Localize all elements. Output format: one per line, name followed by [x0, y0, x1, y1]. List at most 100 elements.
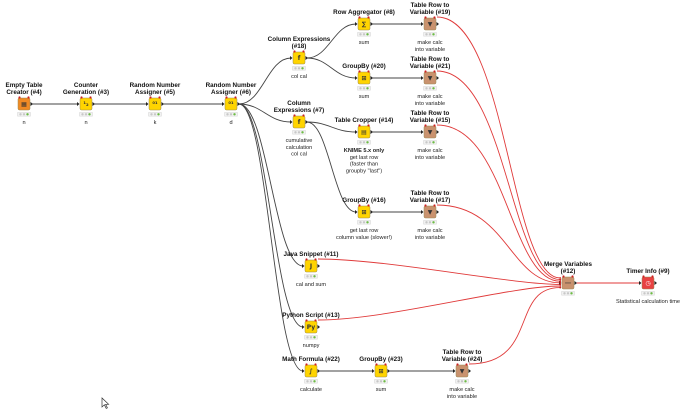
flow-variable-port[interactable] [305, 258, 308, 261]
flow-variable-port[interactable] [424, 70, 427, 73]
flow-variable-port[interactable] [234, 96, 237, 99]
connection-n7-n14[interactable] [306, 121, 357, 133]
connection-n6-n22[interactable] [238, 103, 304, 372]
output-port[interactable] [436, 22, 440, 26]
flow-variable-port[interactable] [367, 70, 370, 73]
input-port[interactable] [421, 22, 424, 26]
input-port[interactable] [290, 120, 293, 124]
flow-variable-port[interactable] [642, 275, 645, 278]
flow-variable-connection-n13-n12[interactable] [317, 285, 561, 321]
flow-variable-port[interactable] [367, 204, 370, 207]
node-body[interactable] [423, 17, 437, 31]
input-port[interactable] [302, 325, 305, 329]
flow-variable-port[interactable] [384, 363, 387, 366]
flow-variable-port[interactable] [424, 16, 427, 19]
flow-variable-port[interactable] [27, 96, 30, 99]
connection-n6-n11[interactable] [238, 103, 304, 267]
node-body[interactable] [224, 97, 238, 111]
node-body[interactable] [148, 97, 162, 111]
output-port[interactable] [654, 281, 658, 285]
node-body[interactable] [374, 364, 388, 378]
node-body[interactable] [304, 259, 318, 273]
flow-variable-input-port[interactable] [559, 281, 562, 284]
flow-variable-port[interactable] [18, 96, 21, 99]
connection-n18-n8[interactable] [306, 23, 357, 59]
flow-variable-port[interactable] [293, 50, 296, 53]
flow-variable-port[interactable] [358, 204, 361, 207]
input-port[interactable] [453, 369, 456, 373]
flow-variable-port[interactable] [358, 16, 361, 19]
node-body[interactable] [292, 51, 306, 65]
flow-variable-port[interactable] [367, 16, 370, 19]
flow-variable-connection-n24-n12[interactable] [468, 287, 561, 365]
node-body[interactable] [357, 71, 371, 85]
output-port[interactable] [305, 56, 309, 60]
output-port[interactable] [370, 22, 374, 26]
output-port[interactable] [436, 130, 440, 134]
node-n23[interactable]: GroupBy (#23)⊞sum [359, 356, 402, 393]
input-port[interactable] [355, 130, 358, 134]
output-port[interactable] [317, 369, 321, 373]
input-port[interactable] [77, 102, 80, 106]
flow-variable-port[interactable] [456, 363, 459, 366]
flow-variable-port[interactable] [375, 363, 378, 366]
input-port[interactable] [421, 130, 424, 134]
output-port[interactable] [305, 120, 309, 124]
flow-variable-port[interactable] [89, 96, 92, 99]
output-port[interactable] [574, 281, 578, 285]
flow-variable-port[interactable] [149, 96, 152, 99]
flow-variable-port[interactable] [80, 96, 83, 99]
flow-variable-port[interactable] [433, 70, 436, 73]
flow-variable-port[interactable] [302, 50, 305, 53]
flow-variable-port[interactable] [158, 96, 161, 99]
node-body[interactable] [357, 205, 371, 219]
flow-variable-input-port[interactable] [559, 280, 562, 283]
node-body[interactable] [561, 276, 575, 290]
flow-variable-input-port[interactable] [559, 278, 562, 281]
node-body[interactable] [357, 125, 371, 139]
flow-variable-port[interactable] [293, 114, 296, 117]
output-port[interactable] [436, 210, 440, 214]
flow-variable-port[interactable] [465, 363, 468, 366]
flow-variable-port[interactable] [424, 124, 427, 127]
input-port[interactable] [302, 369, 305, 373]
node-body[interactable] [641, 276, 655, 290]
flow-variable-port[interactable] [651, 275, 654, 278]
flow-variable-port[interactable] [305, 319, 308, 322]
flow-variable-port[interactable] [433, 16, 436, 19]
input-port[interactable] [302, 264, 305, 268]
node-n20[interactable]: GroupBy (#20)⊞sum [342, 63, 385, 100]
flow-variable-connection-n19-n12[interactable] [436, 16, 561, 279]
node-body[interactable] [455, 364, 469, 378]
input-port[interactable] [421, 76, 424, 80]
node-n22[interactable]: Math Formula (#22)∫calculate [282, 356, 340, 393]
flow-variable-connection-n11-n12[interactable] [317, 258, 561, 285]
node-body[interactable] [79, 97, 93, 111]
flow-variable-input-port[interactable] [559, 277, 562, 279]
node-body[interactable] [304, 320, 318, 334]
output-port[interactable] [387, 369, 391, 373]
flow-variable-input-port[interactable] [559, 285, 562, 287]
node-body[interactable] [423, 71, 437, 85]
connection-n6-n18[interactable] [238, 57, 292, 105]
node-body[interactable] [292, 115, 306, 129]
output-port[interactable] [317, 325, 321, 329]
input-port[interactable] [222, 102, 225, 106]
node-body[interactable] [423, 205, 437, 219]
flow-variable-input-port[interactable] [559, 283, 562, 286]
input-port[interactable] [372, 369, 375, 373]
flow-variable-port[interactable] [358, 124, 361, 127]
flow-variable-port[interactable] [367, 124, 370, 127]
flow-variable-connection-n17-n12[interactable] [436, 204, 561, 284]
